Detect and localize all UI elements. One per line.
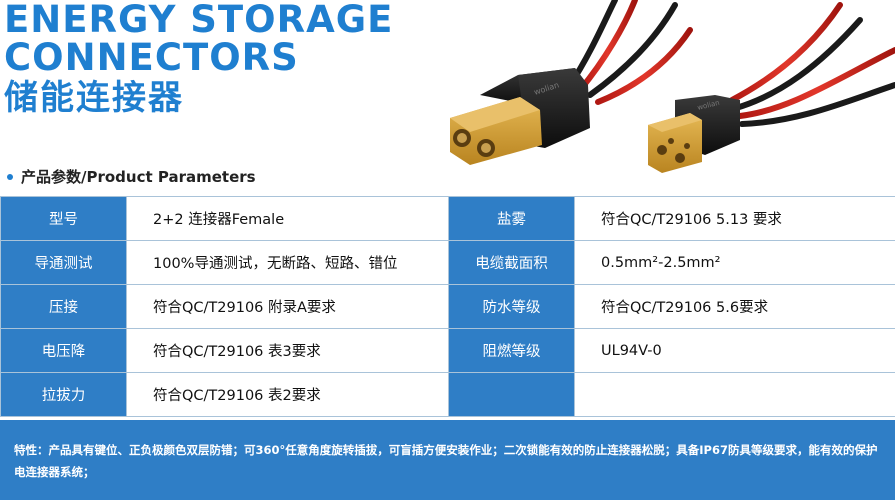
table-row: 压接 符合QC/T29106 附录A要求 防水等级 符合QC/T29106 5.… xyxy=(0,284,895,329)
params-table: 型号 2+2 连接器Female 盐雾 符合QC/T29106 5.13 要求 … xyxy=(0,196,895,417)
connector-male: wolian xyxy=(450,68,590,165)
param-value: 100%导通测试，无断路、短路、错位 xyxy=(126,240,449,285)
param-value: 符合QC/T29106 表3要求 xyxy=(126,328,449,373)
param-value: 2+2 连接器Female xyxy=(126,196,449,241)
param-label: 型号 xyxy=(0,196,127,241)
param-value: 符合QC/T29106 5.6要求 xyxy=(574,284,895,329)
param-label: 压接 xyxy=(0,284,127,329)
features-footer: 特性：产品具有键位、正负极颜色双层防错；可360°任意角度旋转插拔，可盲插方便安… xyxy=(0,420,895,500)
features-line1: 特性：产品具有键位、正负极颜色双层防错；可360°任意角度旋转插拔，可盲插方便安… xyxy=(14,443,878,457)
table-row: 拉拔力 符合QC/T29106 表2要求 xyxy=(0,372,895,417)
param-value: UL94V-0 xyxy=(574,328,895,373)
param-label: 阻燃等级 xyxy=(448,328,575,373)
param-label: 导通测试 xyxy=(0,240,127,285)
param-label xyxy=(448,372,575,417)
param-label: 盐雾 xyxy=(448,196,575,241)
param-label: 电压降 xyxy=(0,328,127,373)
section-label: 产品参数/Product Parameters xyxy=(21,168,256,186)
param-value: 符合QC/T29106 表2要求 xyxy=(126,372,449,417)
param-value: 0.5mm²-2.5mm² xyxy=(574,240,895,285)
section-heading: 产品参数/Product Parameters xyxy=(7,166,256,187)
title-cn: 储能连接器 xyxy=(4,78,184,118)
param-value xyxy=(574,372,895,417)
param-value: 符合QC/T29106 5.13 要求 xyxy=(574,196,895,241)
param-value: 符合QC/T29106 附录A要求 xyxy=(126,284,449,329)
connector-female: wolian xyxy=(648,95,740,173)
title-en-line1: ENERGY STORAGE xyxy=(4,0,394,41)
table-row: 电压降 符合QC/T29106 表3要求 阻燃等级 UL94V-0 xyxy=(0,328,895,373)
param-label: 拉拔力 xyxy=(0,372,127,417)
wires-right xyxy=(729,2,895,127)
bullet-icon xyxy=(7,173,13,180)
param-label: 防水等级 xyxy=(448,284,575,329)
table-row: 型号 2+2 连接器Female 盐雾 符合QC/T29106 5.13 要求 xyxy=(0,196,895,241)
param-label: 电缆截面积 xyxy=(448,240,575,285)
connector-photo: wolian wolian xyxy=(450,0,895,173)
table-row: 导通测试 100%导通测试，无断路、短路、错位 电缆截面积 0.5mm²-2.5… xyxy=(0,240,895,285)
title-en-line2: CONNECTORS xyxy=(4,36,299,79)
features-line2: 电连接器系统； xyxy=(14,465,95,479)
wires-left xyxy=(567,0,693,105)
